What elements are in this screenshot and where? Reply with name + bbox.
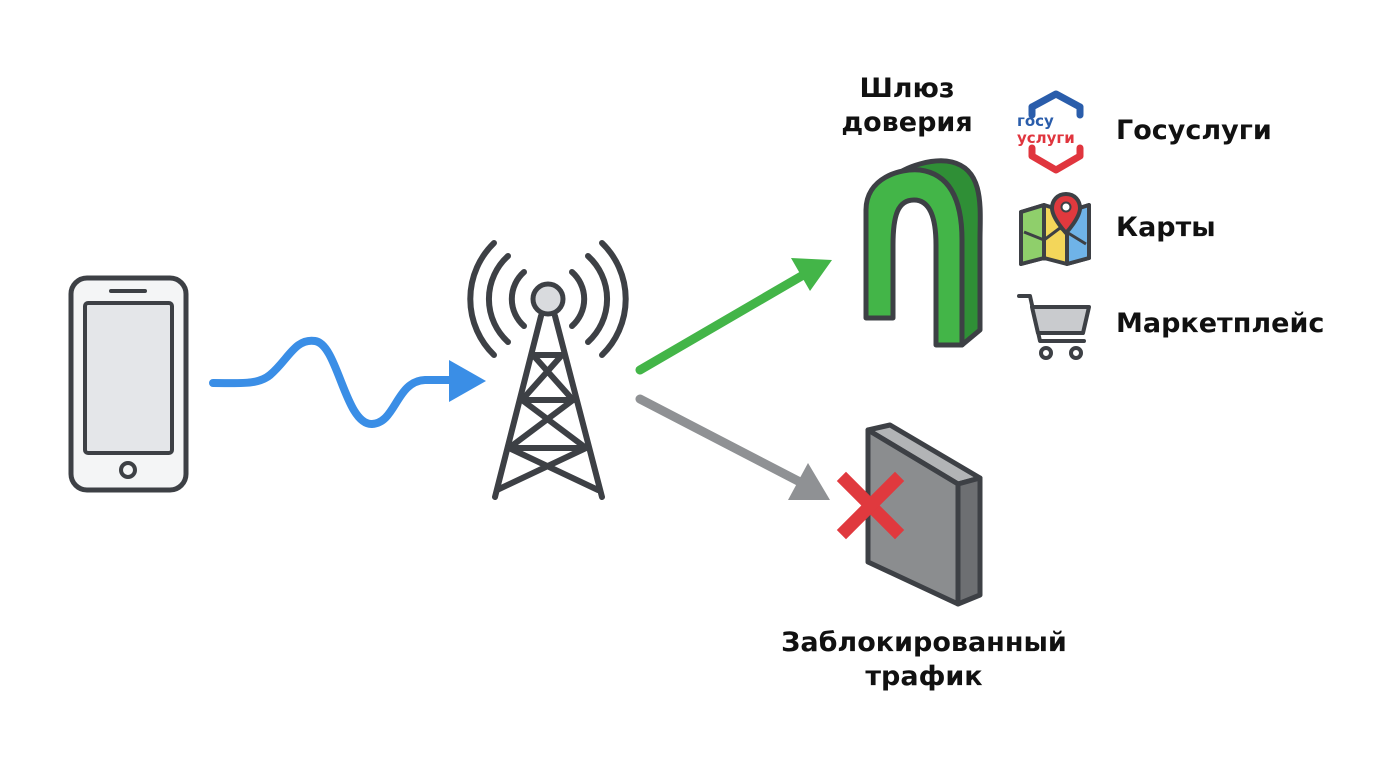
blocked-x-icon	[836, 471, 905, 540]
trust-gateway-label-line1: Шлюз	[859, 73, 955, 104]
gosuslugi-logo: госу услуги	[1017, 90, 1084, 174]
shopping-cart-icon	[1017, 294, 1091, 360]
wireless-signal-arrow	[209, 336, 486, 429]
smartphone-icon	[68, 275, 189, 493]
allowed-traffic-arrow	[635, 258, 832, 375]
gosuslugi-logo-line1: госу	[1017, 112, 1054, 130]
map-pin-icon	[1019, 192, 1091, 266]
service-label-gosuslugi: Госуслуги	[1116, 115, 1272, 146]
service-label-marketplace: Маркетплейс	[1116, 308, 1325, 339]
trust-gateway-arch-icon	[863, 158, 983, 348]
cell-tower-icon	[467, 240, 629, 500]
trust-gateway-label: Шлюз доверия	[832, 72, 982, 140]
blocked-firewall-block-icon	[865, 422, 983, 607]
trust-gateway-label-line2: доверия	[841, 107, 973, 138]
gosuslugi-logo-line2: услуги	[1017, 129, 1075, 147]
service-label-maps: Карты	[1116, 212, 1216, 243]
blocked-traffic-label-line2: трафик	[865, 661, 983, 692]
blocked-traffic-arrow	[635, 394, 830, 500]
blocked-traffic-label-line1: Заблокированный	[781, 627, 1067, 658]
blocked-traffic-label: Заблокированный трафик	[764, 626, 1084, 694]
